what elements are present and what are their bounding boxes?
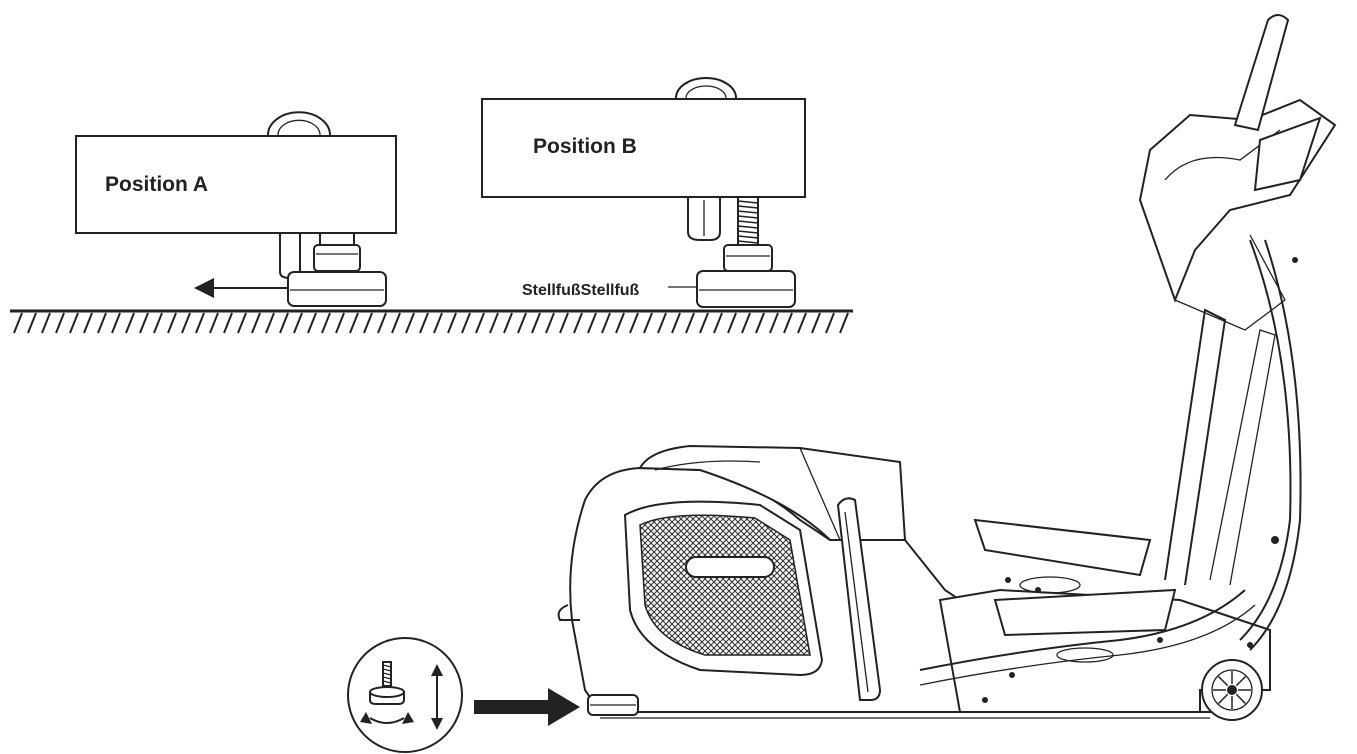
- floor-hatch: [517, 312, 527, 334]
- floor-hatch: [601, 312, 611, 334]
- floor-hatch: [489, 312, 499, 334]
- floor-hatch: [447, 312, 457, 334]
- floor-hatch: [209, 312, 219, 334]
- floor-hatch: [237, 312, 247, 334]
- floor-hatch: [41, 312, 51, 334]
- floor-hatch: [251, 312, 261, 334]
- floor-hatch: [139, 312, 149, 334]
- floor-hatch: [321, 312, 331, 334]
- bolt-thread: [737, 235, 759, 239]
- pedal-rear: [973, 518, 1152, 577]
- floor-hatch: [195, 312, 205, 334]
- floor-hatch: [615, 312, 625, 334]
- floor-hatch: [461, 312, 471, 334]
- floor-hatch: [363, 312, 373, 334]
- floor-hatch: [405, 312, 415, 334]
- floor-hatch: [391, 312, 401, 334]
- floor-hatch: [671, 312, 681, 334]
- foot-pad-a: [287, 271, 387, 307]
- wheel-spoke: [1235, 676, 1246, 687]
- bolt-thread: [737, 220, 759, 224]
- floor-hatch: [349, 312, 359, 334]
- floor-hatch: [811, 312, 821, 334]
- floor-hatch: [475, 312, 485, 334]
- pedal-front: [993, 588, 1177, 637]
- bolt-thread: [737, 230, 759, 234]
- screw-thread: [382, 676, 392, 680]
- floor-hatch: [307, 312, 317, 334]
- screw-thread: [382, 664, 392, 668]
- handle-slot: [685, 556, 775, 578]
- floor-hatch: [643, 312, 653, 334]
- floor-hatch: [741, 312, 751, 334]
- position-b-label: Position B: [533, 135, 637, 158]
- position-a-label: Position A: [105, 173, 208, 196]
- mesh-panel: [639, 514, 811, 656]
- wheel-spoke: [1235, 693, 1246, 704]
- screw-thread: [382, 672, 392, 676]
- screw-thread: [382, 680, 392, 684]
- floor-hatch: [839, 312, 849, 334]
- floor-hatch: [419, 312, 429, 334]
- frame-beam-b: [481, 98, 806, 198]
- floor-hatch: [769, 312, 779, 334]
- wheel-spoke: [1218, 693, 1229, 704]
- floor-hatch: [657, 312, 667, 334]
- foot-label: StellfußStellfuß: [522, 282, 640, 299]
- floor-hatch: [587, 312, 597, 334]
- floor-hatch: [55, 312, 65, 334]
- floor-hatch: [69, 312, 79, 334]
- up-down-arrow-icon: [431, 664, 443, 730]
- rotate-arrow-icon: [369, 717, 405, 724]
- pointer-arrow-icon: [474, 688, 580, 726]
- floor-hatch: [265, 312, 275, 334]
- floor-hatch: [699, 312, 709, 334]
- floor-hatch: [153, 312, 163, 334]
- floor-hatch: [83, 312, 93, 334]
- floor-hatch: [433, 312, 443, 334]
- position-b-assembly: StellfußStellfuß Position B: [481, 77, 806, 308]
- floor-hatch: [503, 312, 513, 334]
- frame-beam-a: [75, 135, 397, 234]
- floor-hatch: [125, 312, 135, 334]
- floor-hatch: [27, 312, 37, 334]
- floor-hatch: [629, 312, 639, 334]
- floor-hatch: [167, 312, 177, 334]
- floor-hatch: [223, 312, 233, 334]
- floor-hatch: [377, 312, 387, 334]
- floor-hatch: [97, 312, 107, 334]
- floor-hatch: [727, 312, 737, 334]
- floor-hatch: [531, 312, 541, 334]
- floor-hatch: [797, 312, 807, 334]
- bolt-thread: [737, 210, 759, 214]
- bolt-thread: [737, 205, 759, 209]
- floor-hatch: [111, 312, 121, 334]
- floor-hatch: [825, 312, 835, 334]
- foot-pad-b: [696, 270, 796, 308]
- floor-hatch: [755, 312, 765, 334]
- floor-hatch: [573, 312, 583, 334]
- bolt-thread: [737, 225, 759, 229]
- bolt-thread: [737, 240, 759, 244]
- adjustment-detail: [347, 637, 463, 753]
- floor-hatch: [685, 312, 695, 334]
- floor-hatch: [335, 312, 345, 334]
- bolt-thread: [737, 215, 759, 219]
- floor-hatch: [13, 312, 23, 334]
- floor-hatch: [545, 312, 555, 334]
- floor-hatch: [783, 312, 793, 334]
- elliptical-trainer: [557, 14, 1337, 721]
- floor: [10, 309, 853, 334]
- floor-hatch: [181, 312, 191, 334]
- wheel-spoke: [1218, 676, 1229, 687]
- floor-hatch: [293, 312, 303, 334]
- screw-thread: [382, 668, 392, 672]
- position-a-assembly: Position A: [75, 111, 397, 307]
- floor-hatch: [559, 312, 569, 334]
- handlebar: [1233, 14, 1290, 132]
- floor-hatch: [713, 312, 723, 334]
- floor-hatch: [279, 312, 289, 334]
- bolt-thread: [737, 200, 759, 204]
